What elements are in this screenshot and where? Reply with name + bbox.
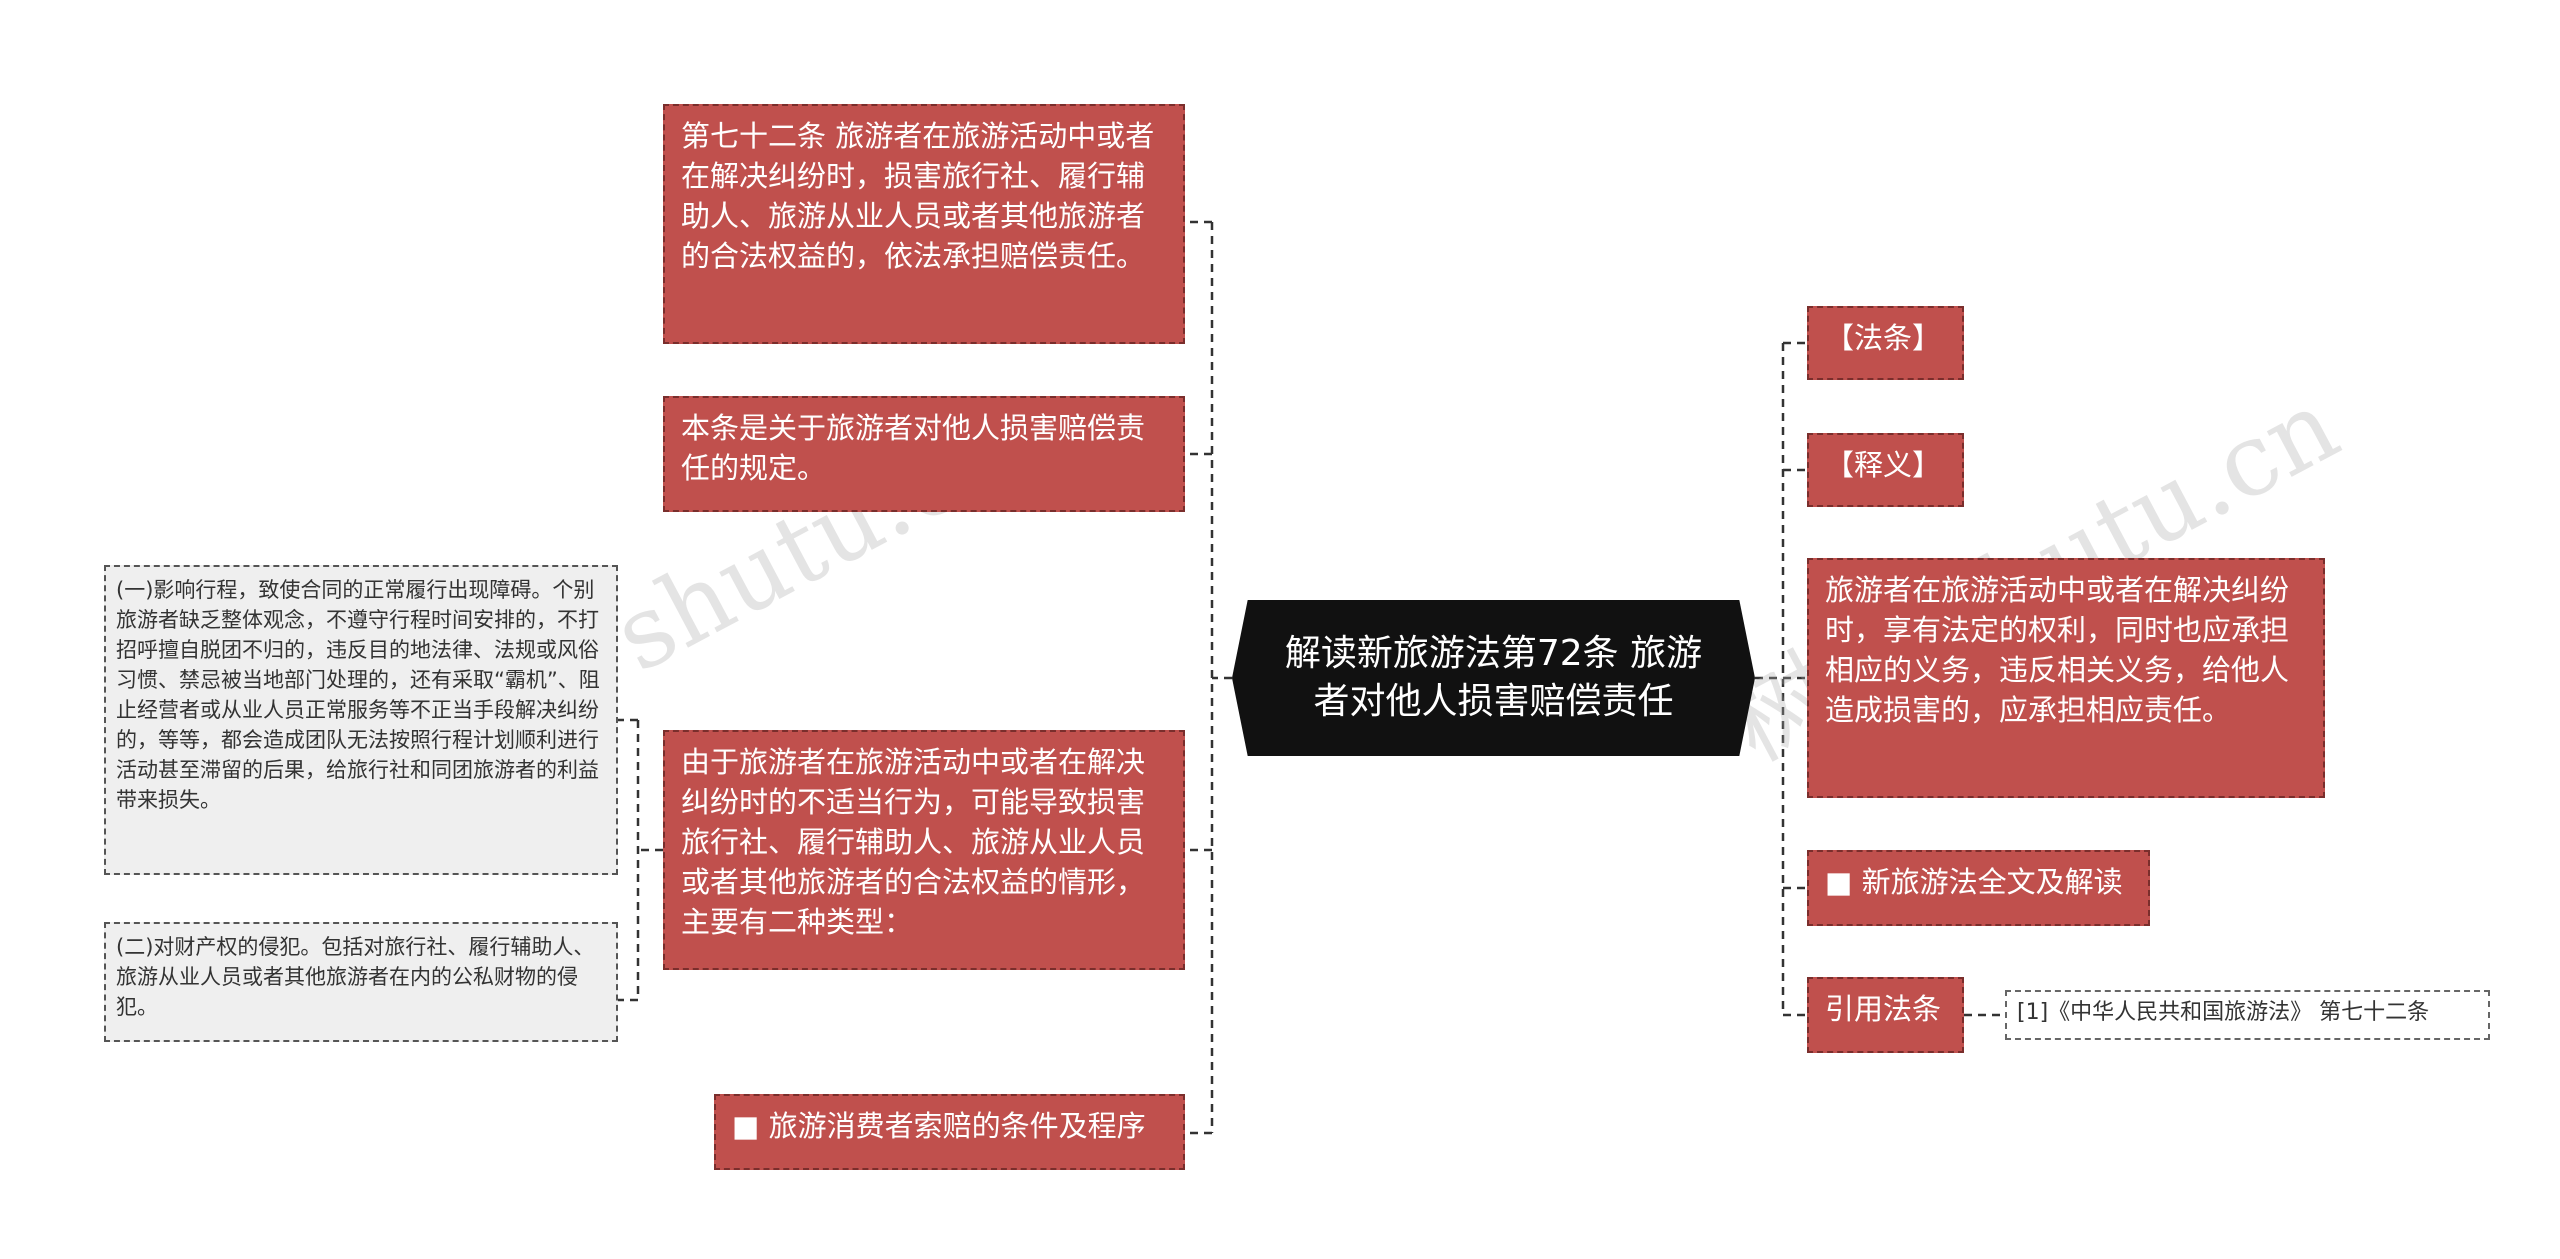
right-branch-citations-label: 引用法条 xyxy=(1825,992,1942,1026)
left-branch-purpose-label: 本条是关于旅游者对他人损害赔偿责任的规定。 xyxy=(681,411,1146,485)
right-branch-interpretation-label: 【释义】 xyxy=(1825,448,1942,482)
sub-branch-property[interactable]: (二)对财产权的侵犯。包括对旅行社、履行辅助人、旅游从业人员或者其他旅游者在内的… xyxy=(104,922,618,1042)
right-branch-law-label: 【法条】 xyxy=(1825,321,1942,355)
citation-item[interactable]: [1]《中华人民共和国旅游法》 第七十二条 xyxy=(2005,990,2490,1040)
citation-item-label: [1]《中华人民共和国旅游法》 第七十二条 xyxy=(2017,1000,2430,1025)
right-branch-interpretation[interactable]: 【释义】 xyxy=(1807,433,1964,507)
left-branch-types[interactable]: 由于旅游者在旅游活动中或者在解决纠纷时的不适当行为，可能导致损害旅行社、履行辅助… xyxy=(663,730,1185,970)
sub-branch-itinerary-label: (一)影响行程，致使合同的正常履行出现障碍。个别旅游者缺乏整体观念，不遵守行程时… xyxy=(116,578,600,812)
sub-branch-property-label: (二)对财产权的侵犯。包括对旅行社、履行辅助人、旅游从业人员或者其他旅游者在内的… xyxy=(116,935,595,1019)
central-topic[interactable]: 解读新旅游法第72条 旅游者对他人损害赔偿责任 xyxy=(1232,600,1755,756)
right-branch-citations[interactable]: 引用法条 xyxy=(1807,977,1964,1053)
left-branch-claims-link-label: ■ 旅游消费者索赔的条件及程序 xyxy=(732,1109,1146,1143)
left-branch-article-text[interactable]: 第七十二条 旅游者在旅游活动中或者在解决纠纷时，损害旅行社、履行辅助人、旅游从业… xyxy=(663,104,1185,344)
right-branch-full-text-link-label: ■ 新旅游法全文及解读 xyxy=(1825,865,2123,899)
right-branch-full-text-link[interactable]: ■ 新旅游法全文及解读 xyxy=(1807,850,2150,926)
left-branch-purpose[interactable]: 本条是关于旅游者对他人损害赔偿责任的规定。 xyxy=(663,396,1185,512)
sub-branch-itinerary[interactable]: (一)影响行程，致使合同的正常履行出现障碍。个别旅游者缺乏整体观念，不遵守行程时… xyxy=(104,565,618,875)
right-branch-law[interactable]: 【法条】 xyxy=(1807,306,1964,380)
right-branch-explanation[interactable]: 旅游者在旅游活动中或者在解决纠纷时，享有法定的权利，同时也应承担相应的义务，违反… xyxy=(1807,558,2325,798)
left-branch-claims-link[interactable]: ■ 旅游消费者索赔的条件及程序 xyxy=(714,1094,1185,1170)
left-branch-article-text-label: 第七十二条 旅游者在旅游活动中或者在解决纠纷时，损害旅行社、履行辅助人、旅游从业… xyxy=(681,119,1155,273)
left-branch-types-label: 由于旅游者在旅游活动中或者在解决纠纷时的不适当行为，可能导致损害旅行社、履行辅助… xyxy=(681,745,1146,939)
central-topic-text: 解读新旅游法第72条 旅游者对他人损害赔偿责任 xyxy=(1284,633,1703,722)
right-branch-explanation-label: 旅游者在旅游活动中或者在解决纠纷时，享有法定的权利，同时也应承担相应的义务，违反… xyxy=(1825,573,2290,727)
